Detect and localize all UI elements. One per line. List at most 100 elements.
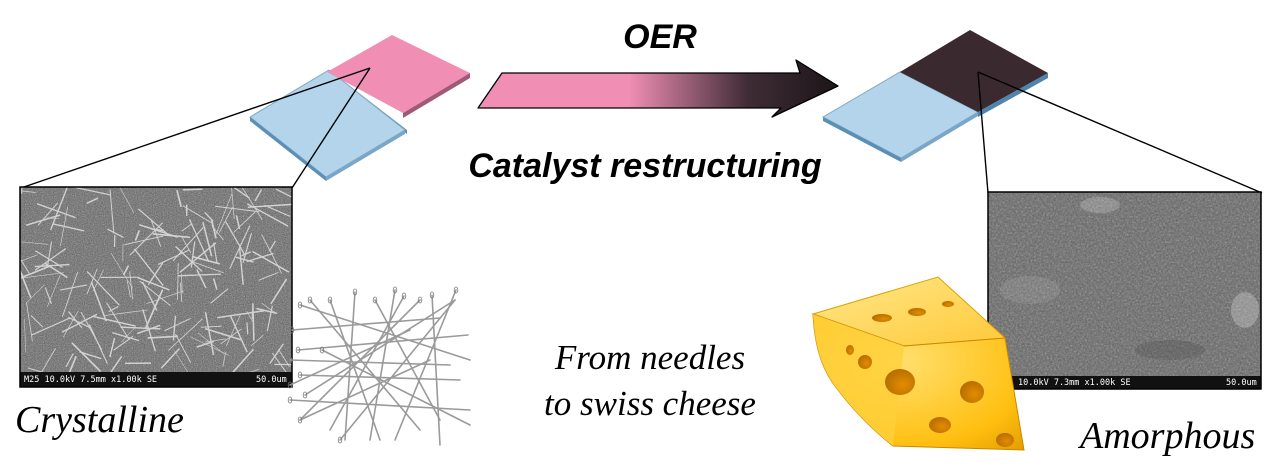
sem-after-scale: 50.0um: [1226, 378, 1257, 388]
sem-needle-texture: [182, 188, 203, 191]
zoom-lines-right: [977, 71, 1263, 194]
sem-needle-texture: [142, 309, 156, 352]
sem-needle-texture: [235, 256, 254, 263]
sem-needle-texture: [258, 272, 279, 281]
sem-needle-texture: [129, 222, 163, 256]
state-after-label: Amorphous: [1080, 415, 1256, 457]
needle-eye: [429, 291, 435, 299]
sem-needle-texture: [47, 274, 61, 307]
needle: [299, 304, 471, 361]
sem-needle-texture: [191, 255, 221, 265]
needle: [299, 359, 431, 421]
needle: [329, 299, 381, 441]
needle: [289, 359, 451, 366]
needle-eye: [287, 356, 293, 364]
sem-needle-texture: [215, 205, 260, 213]
needle: [289, 399, 471, 411]
sem-needle-texture: [241, 187, 263, 221]
sem-needle-texture: [180, 282, 183, 302]
needle: [291, 317, 441, 331]
sem-needle-texture: [20, 241, 48, 245]
sem-needle-texture: [225, 221, 245, 255]
needle-eye: [327, 296, 333, 304]
sem-needle-texture: [218, 206, 233, 233]
sem-needle-texture: [204, 338, 226, 343]
sem-needle-texture: [90, 281, 107, 322]
sem-needle-texture: [20, 254, 38, 262]
sem-needle-texture: [79, 351, 102, 360]
sem-needle-texture: [238, 248, 244, 285]
sem-needle-texture: [108, 305, 119, 313]
needle-eye: [337, 436, 343, 444]
sem-needle-texture: [246, 322, 249, 335]
needle: [431, 294, 441, 446]
sem-needle-texture: [215, 193, 233, 236]
sem-needle-texture: [177, 263, 179, 300]
sem-needle-texture: [188, 219, 210, 263]
sem-needle-texture: [270, 278, 288, 305]
zoom-lines-left: [20, 67, 371, 189]
sem-needle-texture: [30, 315, 44, 328]
sem-needle-texture: [50, 187, 69, 231]
sem-needle-texture: [250, 334, 264, 347]
sem-needle-texture: [190, 241, 196, 268]
needle-eye: [297, 416, 303, 424]
sem-needle-texture: [26, 302, 33, 342]
needle: [344, 291, 356, 441]
needle-eye: [453, 286, 459, 294]
sem-needle-texture: [225, 314, 241, 347]
sem-needle-texture: [62, 310, 79, 338]
needle-eye: [287, 396, 293, 404]
sem-needle-texture: [241, 251, 252, 257]
sem-needle-texture: [36, 203, 76, 219]
sem-needle-texture: [210, 288, 229, 304]
sem-needle-texture: [26, 284, 45, 303]
sem-needle-texture: [176, 190, 182, 208]
caption-line-2: to swiss cheese: [544, 384, 756, 423]
sem-needle-texture: [181, 236, 192, 254]
sem-needle-texture: [172, 227, 204, 262]
needle-eye: [302, 391, 308, 399]
sem-needle-texture: [252, 250, 290, 273]
sem-needle-texture: [134, 230, 141, 241]
sem-needle-texture: [264, 204, 291, 217]
sem-image-amorphous: [987, 191, 1262, 390]
sem-needle-texture: [204, 312, 215, 355]
sem-needle-texture: [182, 205, 213, 224]
sem-needle-texture: [222, 352, 227, 367]
sem-needle-texture: [254, 189, 263, 202]
needle-eye: [295, 346, 301, 354]
catalyst-layer-pink: [327, 35, 470, 113]
sem-needle-texture: [44, 262, 68, 279]
needle-eye: [307, 296, 313, 304]
sem-needle-texture: [178, 273, 221, 277]
needle-eye: [352, 288, 358, 296]
sem-needle-texture: [175, 333, 192, 363]
needle-eye: [417, 296, 423, 304]
sem-needle-texture: [44, 287, 52, 305]
sem-needle-texture: [168, 318, 203, 351]
sem-needle-texture: [110, 252, 133, 289]
sem-needle-texture: [152, 233, 191, 239]
sem-needle-texture: [22, 272, 64, 279]
sem-needle-texture: [53, 223, 85, 232]
caption-line-1: From needles: [554, 338, 746, 377]
sem-needle-texture: [86, 197, 99, 205]
sem-needle-texture: [20, 259, 30, 274]
sem-needle-texture: [109, 337, 116, 358]
sem-needle-texture: [246, 203, 289, 227]
oer-label: OER: [623, 18, 697, 56]
sem-needle-texture: [231, 187, 235, 220]
sem-needle-texture: [217, 310, 265, 319]
sem-needle-texture: [189, 260, 224, 274]
sem-needle-texture: [109, 189, 115, 234]
swiss-cheese-illustration: [811, 276, 1025, 451]
sem-needle-texture: [150, 219, 162, 247]
sem-needle-texture: [25, 214, 61, 226]
sem-needle-texture: [202, 222, 213, 257]
sem-needle-texture: [113, 335, 134, 351]
needle: [289, 329, 411, 386]
sem-needle-texture: [164, 317, 191, 332]
needle-eye: [297, 371, 303, 379]
sem-needle-texture: [93, 315, 136, 327]
